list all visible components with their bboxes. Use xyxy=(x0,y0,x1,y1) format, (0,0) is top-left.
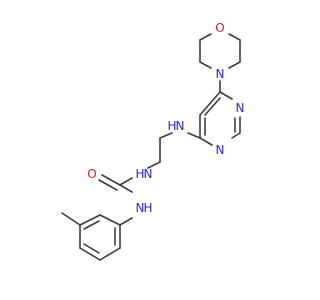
bond-morph-c1 xyxy=(228,61,241,69)
bonds xyxy=(61,33,241,261)
bond-nh-aryl xyxy=(119,217,133,226)
bond-pyr-c2-n3 xyxy=(231,132,241,139)
atom-pyrimidine-n1: N xyxy=(236,101,245,115)
bond-morph-c4 xyxy=(199,33,212,41)
bond-methyl xyxy=(61,212,81,226)
bond-morph-c3 xyxy=(228,33,241,41)
atom-urea-h2: H xyxy=(143,201,152,215)
bond-pyr-n3-c4 xyxy=(199,137,213,146)
bond-pyr-c6-n1 xyxy=(219,91,233,100)
bond-ar-2-inner xyxy=(83,220,100,230)
bond-ar-4 xyxy=(79,247,101,261)
atom-morpholine-o: O xyxy=(215,21,224,35)
bond-ar-2 xyxy=(79,214,101,226)
bond-ar-1 xyxy=(99,214,121,226)
atom-amine-n: N xyxy=(176,119,185,133)
bond-morph-c6 xyxy=(199,61,212,69)
bond-nh-carbonyl xyxy=(119,177,133,186)
bond-pyr-nh xyxy=(187,132,201,139)
bond-pyr-c5-c6-inner xyxy=(204,97,221,116)
atom-morpholine-n: N xyxy=(216,67,225,81)
atom-pyrimidine-n3: N xyxy=(216,143,225,157)
atom-urea-n1: N xyxy=(144,167,153,181)
chemical-structure: O N N N H N H N O H N xyxy=(61,21,244,261)
bond-ar-4-inner xyxy=(83,243,100,254)
bond-pyr-c5-c6 xyxy=(199,91,221,116)
bond-ar-5 xyxy=(99,247,121,261)
atom-urea-n2: N xyxy=(136,201,145,215)
bond-carbonyl-o xyxy=(101,174,121,186)
bond-carbonyl-nh xyxy=(119,184,133,193)
atom-labels: O N N N H N H N O H N xyxy=(87,21,244,215)
bond-carbonyl-o-2 xyxy=(98,179,118,191)
bond-ch2-nh xyxy=(147,161,161,169)
bond-nh-ch2 xyxy=(159,132,173,139)
atom-urea-h1: H xyxy=(135,167,144,181)
atom-urea-o: O xyxy=(87,167,96,181)
atom-amine-h: H xyxy=(167,119,176,133)
